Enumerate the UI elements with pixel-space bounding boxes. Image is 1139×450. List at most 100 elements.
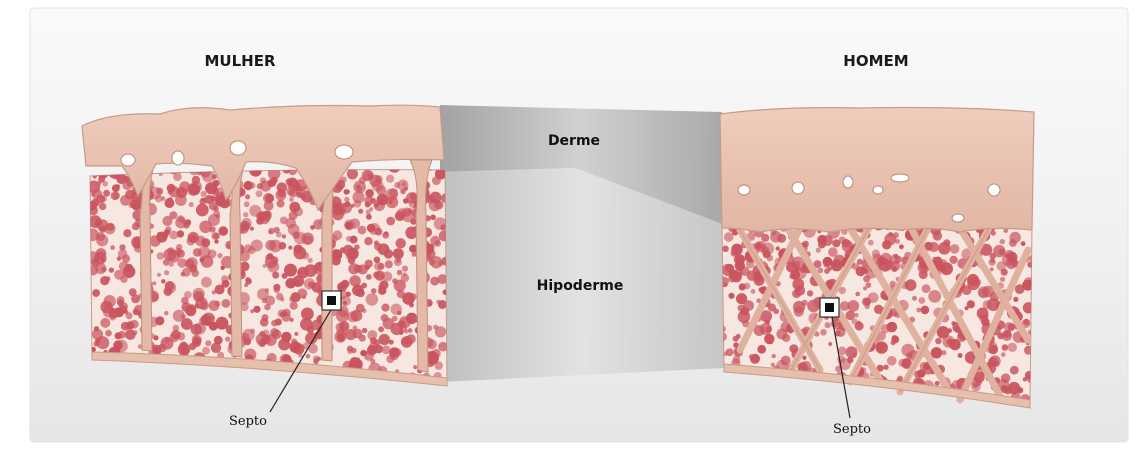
fat-cell [1013, 297, 1018, 302]
fat-cell [345, 329, 356, 340]
fat-cell [403, 198, 409, 204]
fat-cell [132, 223, 140, 231]
fat-cell [122, 255, 130, 263]
fat-cell [1010, 232, 1021, 243]
fat-cell [191, 269, 199, 277]
fat-cell [169, 231, 178, 240]
fat-cell [289, 197, 293, 201]
fat-cell [1002, 344, 1009, 351]
fat-cell [344, 189, 350, 195]
fat-cell [222, 299, 231, 308]
fat-cell [250, 227, 254, 231]
fat-cell [190, 181, 202, 193]
fat-cell [286, 178, 293, 185]
fat-cell [201, 191, 207, 197]
fat-cell [101, 267, 106, 272]
fat-cell [991, 231, 996, 236]
fat-cell [358, 226, 367, 235]
fat-cell [722, 246, 729, 253]
fat-cell [201, 238, 210, 247]
fat-cell [337, 282, 347, 292]
fat-cell [408, 328, 413, 333]
fat-cell [256, 190, 263, 197]
fat-cell [792, 289, 801, 298]
fat-cell [374, 243, 382, 251]
fat-cell [728, 293, 734, 299]
fat-cell [404, 187, 408, 191]
fat-cell [891, 336, 899, 344]
fat-cell [935, 338, 941, 344]
fat-cell [356, 289, 365, 298]
fat-cell [272, 330, 282, 340]
fat-cell [949, 339, 960, 350]
fat-cell [375, 228, 383, 236]
fat-cell [354, 200, 362, 208]
fat-cell [1001, 352, 1006, 357]
fat-cell [285, 278, 296, 289]
fat-cell [214, 301, 220, 307]
fat-cell [922, 284, 931, 293]
fat-cell [213, 210, 220, 217]
fat-cell [178, 343, 191, 356]
fat-cell [358, 209, 363, 214]
fat-cell [250, 309, 254, 313]
fat-cell [801, 300, 807, 306]
fat-cell [92, 289, 100, 297]
fat-cell [997, 332, 1004, 339]
fat-cell [347, 311, 358, 322]
fat-cell [379, 334, 390, 345]
fat-cell [993, 245, 1005, 257]
fat-cell [990, 267, 994, 271]
fat-cell [816, 248, 821, 253]
fat-cell [271, 177, 278, 184]
fat-cell [958, 353, 963, 358]
fat-cell [277, 200, 285, 208]
fat-cell [273, 284, 280, 291]
fat-cell [399, 330, 404, 335]
man-septum-marker [820, 298, 839, 317]
fat-cell [782, 334, 790, 342]
fat-cell [205, 182, 217, 194]
fat-cell [284, 264, 297, 277]
fat-cell [132, 201, 142, 211]
fat-cell [802, 356, 806, 360]
fat-cell [343, 301, 347, 305]
fat-cell [243, 212, 248, 217]
fat-cell [402, 266, 408, 272]
fat-cell [386, 355, 394, 363]
fat-cell [265, 211, 272, 218]
fat-cell [895, 239, 900, 244]
fat-cell [245, 278, 252, 285]
fat-cell [434, 240, 441, 247]
fat-cell [344, 197, 349, 202]
fat-cell [409, 199, 417, 207]
fat-cell [265, 288, 269, 292]
fat-cell [891, 266, 897, 272]
fat-cell [186, 257, 197, 268]
fat-cell [918, 297, 925, 304]
fat-cell [200, 301, 209, 310]
fat-cell [260, 181, 271, 192]
fat-cell [96, 234, 108, 246]
fat-cell [965, 306, 969, 310]
fat-cell [410, 210, 415, 215]
fat-cell [430, 277, 439, 286]
fat-cell [941, 350, 946, 355]
fat-cell [872, 250, 880, 258]
fat-cell [936, 261, 945, 270]
fat-cell [887, 356, 897, 366]
fat-cell [161, 279, 165, 283]
fat-cell [430, 256, 442, 268]
fat-cell [199, 316, 208, 325]
fat-cell [151, 294, 158, 301]
fat-cell [202, 347, 210, 355]
dermis-label: Derme [548, 133, 600, 149]
fat-cell [1005, 250, 1013, 258]
fat-cell [156, 188, 163, 195]
fat-cell [97, 181, 101, 185]
fat-cell [288, 246, 292, 250]
fat-cell [294, 232, 307, 245]
fat-cell [724, 232, 734, 242]
fat-cell [169, 186, 180, 197]
fat-cell [899, 244, 904, 249]
